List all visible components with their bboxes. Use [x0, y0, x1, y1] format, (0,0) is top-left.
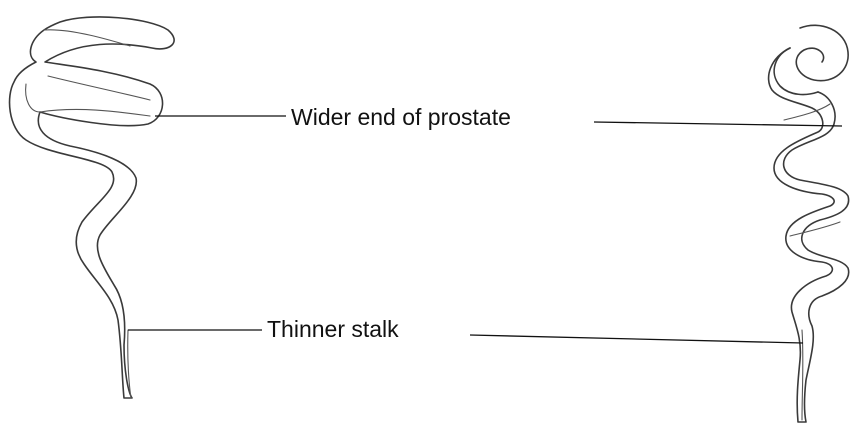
left-specimen-fold-3 [39, 108, 151, 117]
right-specimen-coil [773, 24, 849, 96]
label-thinner-stalk: Thinner stalk [267, 316, 399, 342]
left-specimen [8, 16, 175, 399]
right-specimen-fold-2 [789, 221, 841, 237]
left-specimen-fold-4 [25, 83, 41, 113]
left-specimen-fold-1 [43, 29, 131, 47]
leader-stalk-right [469, 334, 804, 344]
left-specimen-fold-2 [47, 75, 151, 101]
right-specimen [767, 24, 850, 423]
leader-wider-right [593, 121, 843, 127]
right-specimen-body [767, 47, 850, 423]
left-specimen-outline [8, 16, 175, 399]
left-specimen-fold-5 [127, 329, 132, 399]
label-wider-end: Wider end of prostate [291, 104, 511, 130]
right-specimen-fold-3 [801, 329, 804, 421]
right-specimen-fold-1 [783, 103, 831, 121]
